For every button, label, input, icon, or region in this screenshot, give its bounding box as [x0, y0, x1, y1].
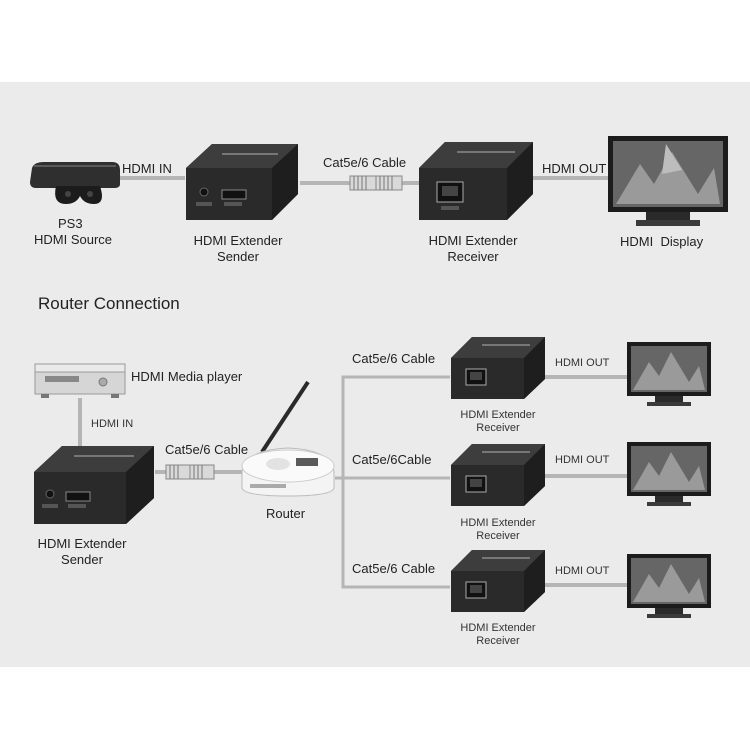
branch3-cable-label: Cat5e/6 Cable [352, 561, 436, 576]
branch2-hdmi-out-label: HDMI OUT [555, 454, 610, 466]
branch2-receiver-line2: Receiver [476, 530, 520, 542]
branch1-display-icon [625, 340, 713, 408]
source-model-label: PS3 [58, 216, 83, 231]
branch2-receiver-icon [448, 440, 548, 508]
source-label: HDMI Source [34, 232, 113, 247]
branch1-cable-label: Cat5e/6 Cable [352, 351, 436, 366]
router-hdmi-in-label: HDMI IN [91, 418, 134, 430]
branch3-receiver-line2: Receiver [476, 635, 520, 647]
branch2-receiver-label: HDMI Extender Receiver [452, 517, 544, 543]
branch2-receiver-line1: HDMI Extender [460, 517, 536, 529]
rj45-plug-top [349, 175, 403, 191]
hdmi-extender-sender-icon [182, 138, 302, 224]
branch3-display-icon [625, 552, 713, 620]
branch2-display-icon [625, 440, 713, 508]
branch3-receiver-icon [448, 546, 548, 614]
top-sender-label: HDMI Extender Sender [182, 233, 294, 265]
sender-label-line2: Sender [217, 249, 259, 264]
hdmi-display-icon [606, 134, 730, 230]
hdmi-extender-sender-icon [30, 440, 158, 528]
media-player-icon [33, 360, 127, 400]
receiver-label-line1: HDMI Extender [428, 233, 518, 248]
router-sender-line2: Sender [61, 552, 103, 567]
top-hdmi-out-label: HDMI OUT [542, 161, 607, 176]
branch1-hdmi-out-label: HDMI OUT [555, 357, 610, 369]
top-hdmi-in-label: HDMI IN [122, 161, 172, 176]
ps3-console-icon [26, 158, 122, 206]
rj45-plug-router [165, 464, 215, 480]
hdmi-extender-receiver-icon [415, 136, 537, 224]
router-label: Router [266, 506, 306, 521]
branch3-receiver-line1: HDMI Extender [460, 622, 536, 634]
sender-label-line1: HDMI Extender [193, 233, 283, 248]
branch1-receiver-line2: Receiver [476, 422, 520, 434]
router-branch3 [341, 478, 450, 589]
branch1-receiver-line1: HDMI Extender [460, 409, 536, 421]
router-sender-label: HDMI Extender Sender [32, 536, 132, 568]
router-branch1 [335, 375, 450, 480]
router-connection-heading: Router Connection [38, 294, 180, 313]
branch1-receiver-icon [448, 333, 548, 401]
sender-router-cable-label: Cat5e/6 Cable [165, 442, 249, 457]
branch3-hdmi-out-label: HDMI OUT [555, 565, 610, 577]
branch1-receiver-label: HDMI Extender Receiver [452, 409, 544, 435]
top-receiver-label: HDMI Extender Receiver [418, 233, 528, 265]
branch3-receiver-label: HDMI Extender Receiver [452, 622, 544, 648]
top-cable-label: Cat5e/6 Cable [323, 155, 407, 170]
router-sender-line1: HDMI Extender [37, 536, 127, 551]
media-player-label: HDMI Media player [131, 369, 243, 384]
branch2-cable-label: Cat5e/6Cable [352, 452, 432, 467]
router-icon [238, 380, 338, 500]
receiver-label-line2: Receiver [447, 249, 499, 264]
display-label: HDMI Display [620, 234, 704, 249]
